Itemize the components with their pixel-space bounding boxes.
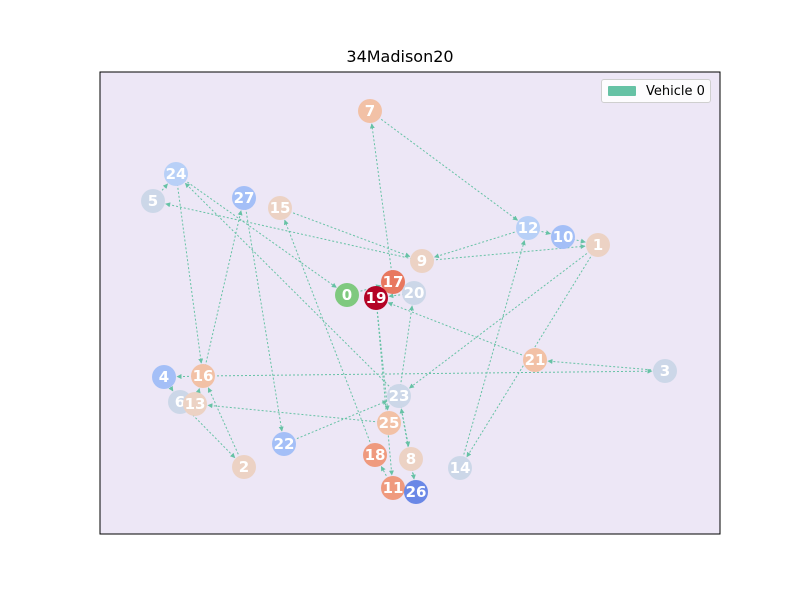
route-edge-16-3 [212, 368, 653, 377]
node-label-26: 26 [406, 483, 427, 501]
legend: Vehicle 0 [601, 79, 711, 103]
node-label-7: 7 [365, 102, 375, 120]
route-edge-27-22 [245, 207, 284, 432]
node-label-24: 24 [166, 165, 187, 183]
node-label-22: 22 [274, 435, 295, 453]
node-18 [363, 443, 387, 467]
node-label-1: 1 [593, 236, 603, 254]
route-edge-7-12 [377, 116, 518, 221]
route-edge-11-18 [380, 465, 389, 480]
node-label-12: 12 [518, 219, 539, 237]
node-label-23: 23 [389, 387, 410, 405]
route-edge-15-9 [289, 211, 411, 258]
route-edge-16-27 [204, 210, 243, 367]
node-13 [183, 392, 207, 416]
route-edge-23-20 [399, 305, 414, 387]
node-14 [448, 456, 472, 480]
route-edge-6-2 [186, 408, 236, 459]
route-edge-22-23 [293, 400, 388, 441]
node-26 [404, 480, 428, 504]
node-label-13: 13 [185, 395, 206, 413]
route-edge-18-15 [283, 219, 372, 446]
node-16 [191, 364, 215, 388]
node-0 [335, 283, 359, 307]
node-label-2: 2 [239, 458, 249, 476]
node-23 [387, 384, 411, 408]
node-12 [516, 216, 540, 240]
node-label-6: 6 [175, 393, 185, 411]
node-10 [551, 225, 575, 249]
node-label-20: 20 [404, 284, 425, 302]
legend-swatch [608, 86, 636, 96]
node-21 [523, 348, 547, 372]
node-27 [232, 186, 256, 210]
node-3 [653, 359, 677, 383]
node-20 [402, 281, 426, 305]
node-label-11: 11 [383, 479, 404, 497]
node-7 [358, 99, 382, 123]
node-25 [377, 411, 401, 435]
route-edge-24-0 [183, 179, 337, 288]
node-label-15: 15 [270, 199, 291, 217]
node-19 [364, 286, 388, 310]
node-11 [381, 476, 405, 500]
node-label-27: 27 [234, 189, 255, 207]
route-edge-17-7 [369, 123, 393, 273]
route-edge-14-12 [462, 240, 526, 459]
route-edge-25-13 [207, 403, 380, 423]
node-2 [232, 455, 256, 479]
route-edge-1-23 [408, 250, 591, 389]
node-17 [381, 270, 405, 294]
route-edge-20-19 [388, 293, 405, 299]
route-edge-2-16 [207, 387, 241, 459]
legend-label: Vehicle 0 [646, 83, 705, 99]
node-4 [152, 365, 176, 389]
route-edge-23-24 [184, 182, 393, 390]
node-label-17: 17 [383, 273, 404, 291]
node-label-18: 18 [365, 446, 386, 464]
node-15 [268, 196, 292, 220]
route-edge-3-21 [547, 358, 656, 371]
node-22 [272, 432, 296, 456]
node-8 [399, 447, 423, 471]
node-label-4: 4 [159, 368, 169, 386]
node-24 [164, 162, 188, 186]
node-label-9: 9 [417, 252, 427, 270]
node-label-25: 25 [379, 414, 400, 432]
node-label-19: 19 [366, 289, 387, 307]
node-label-3: 3 [660, 362, 670, 380]
route-edge-12-9 [433, 230, 519, 259]
route-edge-21-19 [387, 302, 526, 357]
node-label-14: 14 [450, 459, 471, 477]
node-9 [410, 249, 434, 273]
node-label-21: 21 [525, 351, 546, 369]
node-label-16: 16 [193, 367, 214, 385]
chart-title: 34Madison20 [346, 47, 454, 66]
node-5 [141, 189, 165, 213]
route-edges [159, 116, 656, 483]
node-1 [586, 233, 610, 257]
node-label-8: 8 [406, 450, 416, 468]
node-label-0: 0 [342, 286, 352, 304]
route-edge-9-1 [431, 244, 586, 261]
node-label-10: 10 [553, 228, 574, 246]
node-label-5: 5 [148, 192, 158, 210]
